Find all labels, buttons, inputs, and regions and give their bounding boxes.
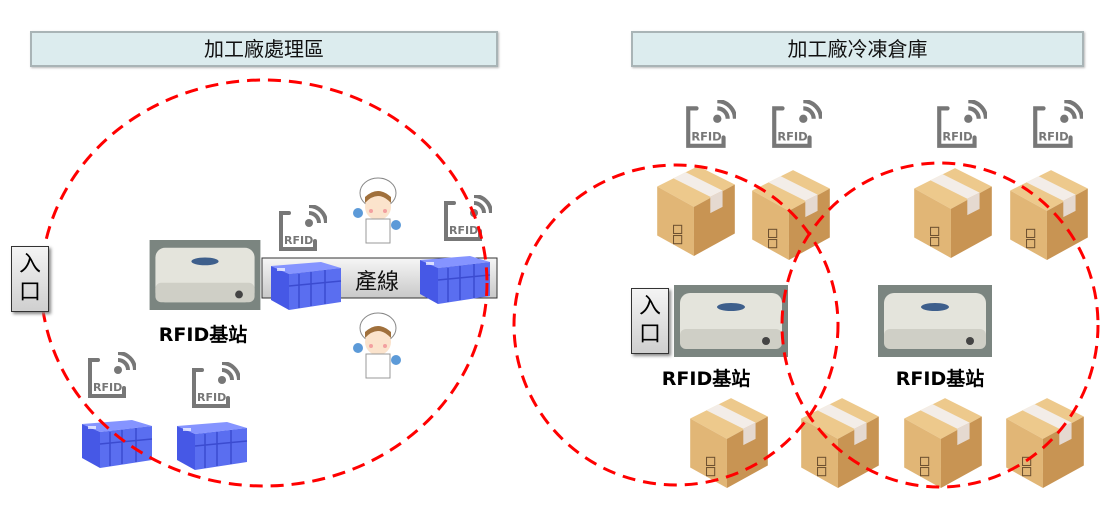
rfid-tag-icon bbox=[444, 195, 492, 241]
read-range-circle bbox=[39, 78, 489, 488]
rfid-tag-icon bbox=[1035, 101, 1082, 146]
cardboard-box-icon bbox=[656, 165, 736, 257]
rfid-reader-icon bbox=[674, 285, 788, 357]
cardboard-box-icon bbox=[1009, 169, 1089, 261]
plastic-crate-icon bbox=[419, 255, 491, 304]
rfid-reader-icon bbox=[878, 285, 992, 357]
entrance-char: 口 bbox=[18, 280, 41, 305]
rfid-reader-icon bbox=[149, 240, 261, 310]
cardboard-box-icon bbox=[903, 397, 983, 489]
entrance-char: 入 bbox=[638, 294, 661, 319]
cardboard-box-icon bbox=[913, 167, 993, 259]
rfid-tag-icon bbox=[774, 101, 821, 146]
worker-icon bbox=[352, 177, 402, 244]
station-label: RFID基站 bbox=[158, 324, 248, 346]
plastic-crate-icon bbox=[176, 421, 248, 470]
plastic-crate-icon bbox=[81, 419, 153, 468]
entrance-char: 口 bbox=[638, 322, 661, 347]
read-range-circle bbox=[780, 161, 1100, 489]
rfid-tag-icon bbox=[192, 362, 240, 408]
station-label: RFID基站 bbox=[661, 368, 751, 390]
rfid-tag-icon bbox=[88, 352, 136, 398]
rfid-tag-icon bbox=[939, 101, 986, 146]
entrance-char: 入 bbox=[18, 252, 41, 277]
zone-title-processing: 加工廠處理區 bbox=[30, 31, 498, 67]
cardboard-box-icon bbox=[689, 397, 769, 489]
rfid-tag-icon bbox=[688, 101, 735, 146]
zone-title-cold-storage: 加工廠冷凍倉庫 bbox=[631, 31, 1084, 67]
plastic-crate-icon bbox=[270, 261, 342, 310]
production-line-label: 產線 bbox=[355, 270, 400, 295]
station-label: RFID基站 bbox=[895, 368, 985, 390]
entrance-label: 入 口 bbox=[11, 246, 49, 312]
rfid-tag-icon bbox=[279, 205, 327, 251]
read-range-circle bbox=[512, 163, 840, 487]
entrance-label: 入 口 bbox=[631, 288, 669, 354]
worker-icon bbox=[352, 312, 402, 379]
